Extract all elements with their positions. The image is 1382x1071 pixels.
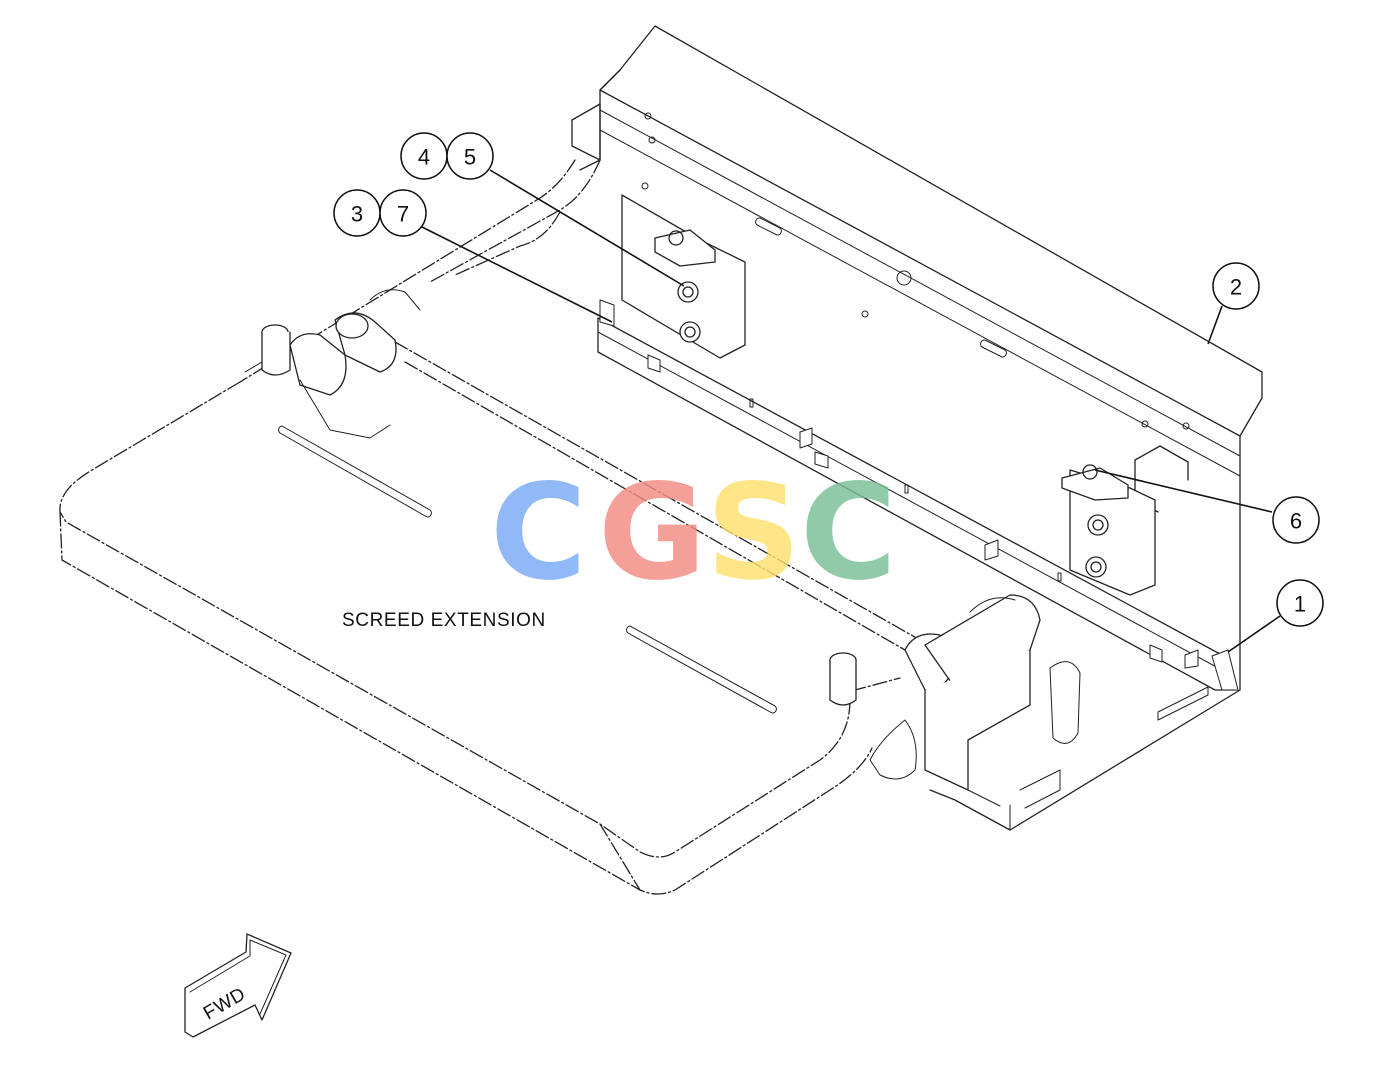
back-panel bbox=[599, 25, 1263, 691]
cgsc-watermark: C G S C bbox=[490, 456, 897, 610]
watermark-letter-c1: C bbox=[490, 456, 587, 610]
callout-7: 7 bbox=[379, 189, 427, 237]
leader-lines bbox=[419, 169, 1281, 653]
extension-bar bbox=[597, 299, 1239, 691]
svg-text:6: 6 bbox=[1290, 509, 1302, 534]
svg-text:1: 1 bbox=[1294, 592, 1306, 617]
svg-text:5: 5 bbox=[464, 145, 476, 170]
callout-3: 3 bbox=[333, 189, 381, 237]
svg-text:4: 4 bbox=[418, 145, 430, 170]
svg-text:3: 3 bbox=[351, 202, 363, 227]
left-hinge-assembly bbox=[244, 289, 421, 439]
callout-2: 2 bbox=[1212, 262, 1260, 310]
callout-5: 5 bbox=[446, 132, 494, 180]
mounting-plate-left bbox=[621, 194, 746, 359]
leader-6 bbox=[1094, 469, 1273, 513]
callout-6: 6 bbox=[1272, 496, 1320, 544]
screed-extension-label: SCREED EXTENSION bbox=[342, 610, 546, 631]
callout-1: 1 bbox=[1276, 579, 1324, 627]
leader-4-5 bbox=[489, 169, 685, 287]
leader-1 bbox=[1227, 615, 1281, 653]
svg-text:7: 7 bbox=[397, 202, 409, 227]
right-hinge-assembly bbox=[829, 594, 1041, 791]
leader-2 bbox=[1207, 305, 1223, 345]
watermark-letter-c2: C bbox=[800, 456, 897, 610]
svg-text:2: 2 bbox=[1230, 275, 1242, 300]
fwd-arrow-icon: FWD bbox=[184, 933, 292, 1038]
callout-4: 4 bbox=[400, 132, 448, 180]
main-frame bbox=[571, 103, 1241, 831]
fwd-label: FWD bbox=[200, 984, 250, 1025]
screed-extension-plate bbox=[59, 159, 921, 895]
mounting-plate-right bbox=[1061, 464, 1156, 596]
watermark-letter-g: G bbox=[598, 456, 706, 610]
leader-3-7 bbox=[419, 225, 613, 323]
watermark-letter-s: S bbox=[706, 456, 801, 610]
